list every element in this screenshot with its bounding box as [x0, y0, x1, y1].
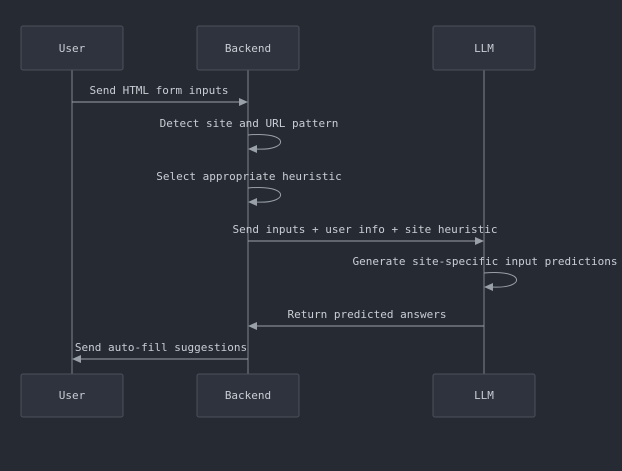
message-2-label: Detect site and URL pattern — [160, 117, 339, 130]
message-6-label: Return predicted answers — [288, 308, 447, 321]
actor-backend-bottom: Backend — [196, 373, 300, 418]
arrowhead-right-icon — [239, 98, 248, 106]
actor-backend-top: Backend — [196, 25, 300, 71]
arrowhead-left-icon — [248, 145, 257, 153]
message-select-heuristic: Select appropriate heuristic — [156, 170, 342, 206]
message-detect-site: Detect site and URL pattern — [160, 117, 339, 153]
message-send-suggestions: Send auto-fill suggestions — [72, 341, 248, 363]
arrowhead-left-icon — [248, 322, 257, 330]
arrowhead-left-icon — [72, 355, 81, 363]
message-generate-predictions: Generate site-specific input predictions — [353, 255, 618, 291]
actor-user-bottom-label: User — [59, 389, 86, 402]
message-send-to-llm: Send inputs + user info + site heuristic — [233, 223, 498, 245]
actor-user-top: User — [20, 25, 124, 71]
actor-user-top-label: User — [59, 42, 86, 55]
actor-llm-top: LLM — [432, 25, 536, 71]
message-7-label: Send auto-fill suggestions — [75, 341, 247, 354]
message-1-label: Send HTML form inputs — [89, 84, 228, 97]
message-4-label: Send inputs + user info + site heuristic — [233, 223, 498, 236]
arrowhead-left-icon — [248, 198, 257, 206]
arrowhead-left-icon — [484, 283, 493, 291]
actor-llm-bottom: LLM — [432, 373, 536, 418]
actor-backend-top-label: Backend — [225, 42, 271, 55]
arrowhead-right-icon — [475, 237, 484, 245]
message-send-form-inputs: Send HTML form inputs — [72, 84, 248, 106]
actor-llm-bottom-label: LLM — [474, 389, 494, 402]
actor-user-bottom: User — [20, 373, 124, 418]
actor-backend-bottom-label: Backend — [225, 389, 271, 402]
message-return-answers: Return predicted answers — [248, 308, 484, 330]
message-3-label: Select appropriate heuristic — [156, 170, 341, 183]
message-5-label: Generate site-specific input predictions — [353, 255, 618, 268]
actor-llm-top-label: LLM — [474, 42, 494, 55]
